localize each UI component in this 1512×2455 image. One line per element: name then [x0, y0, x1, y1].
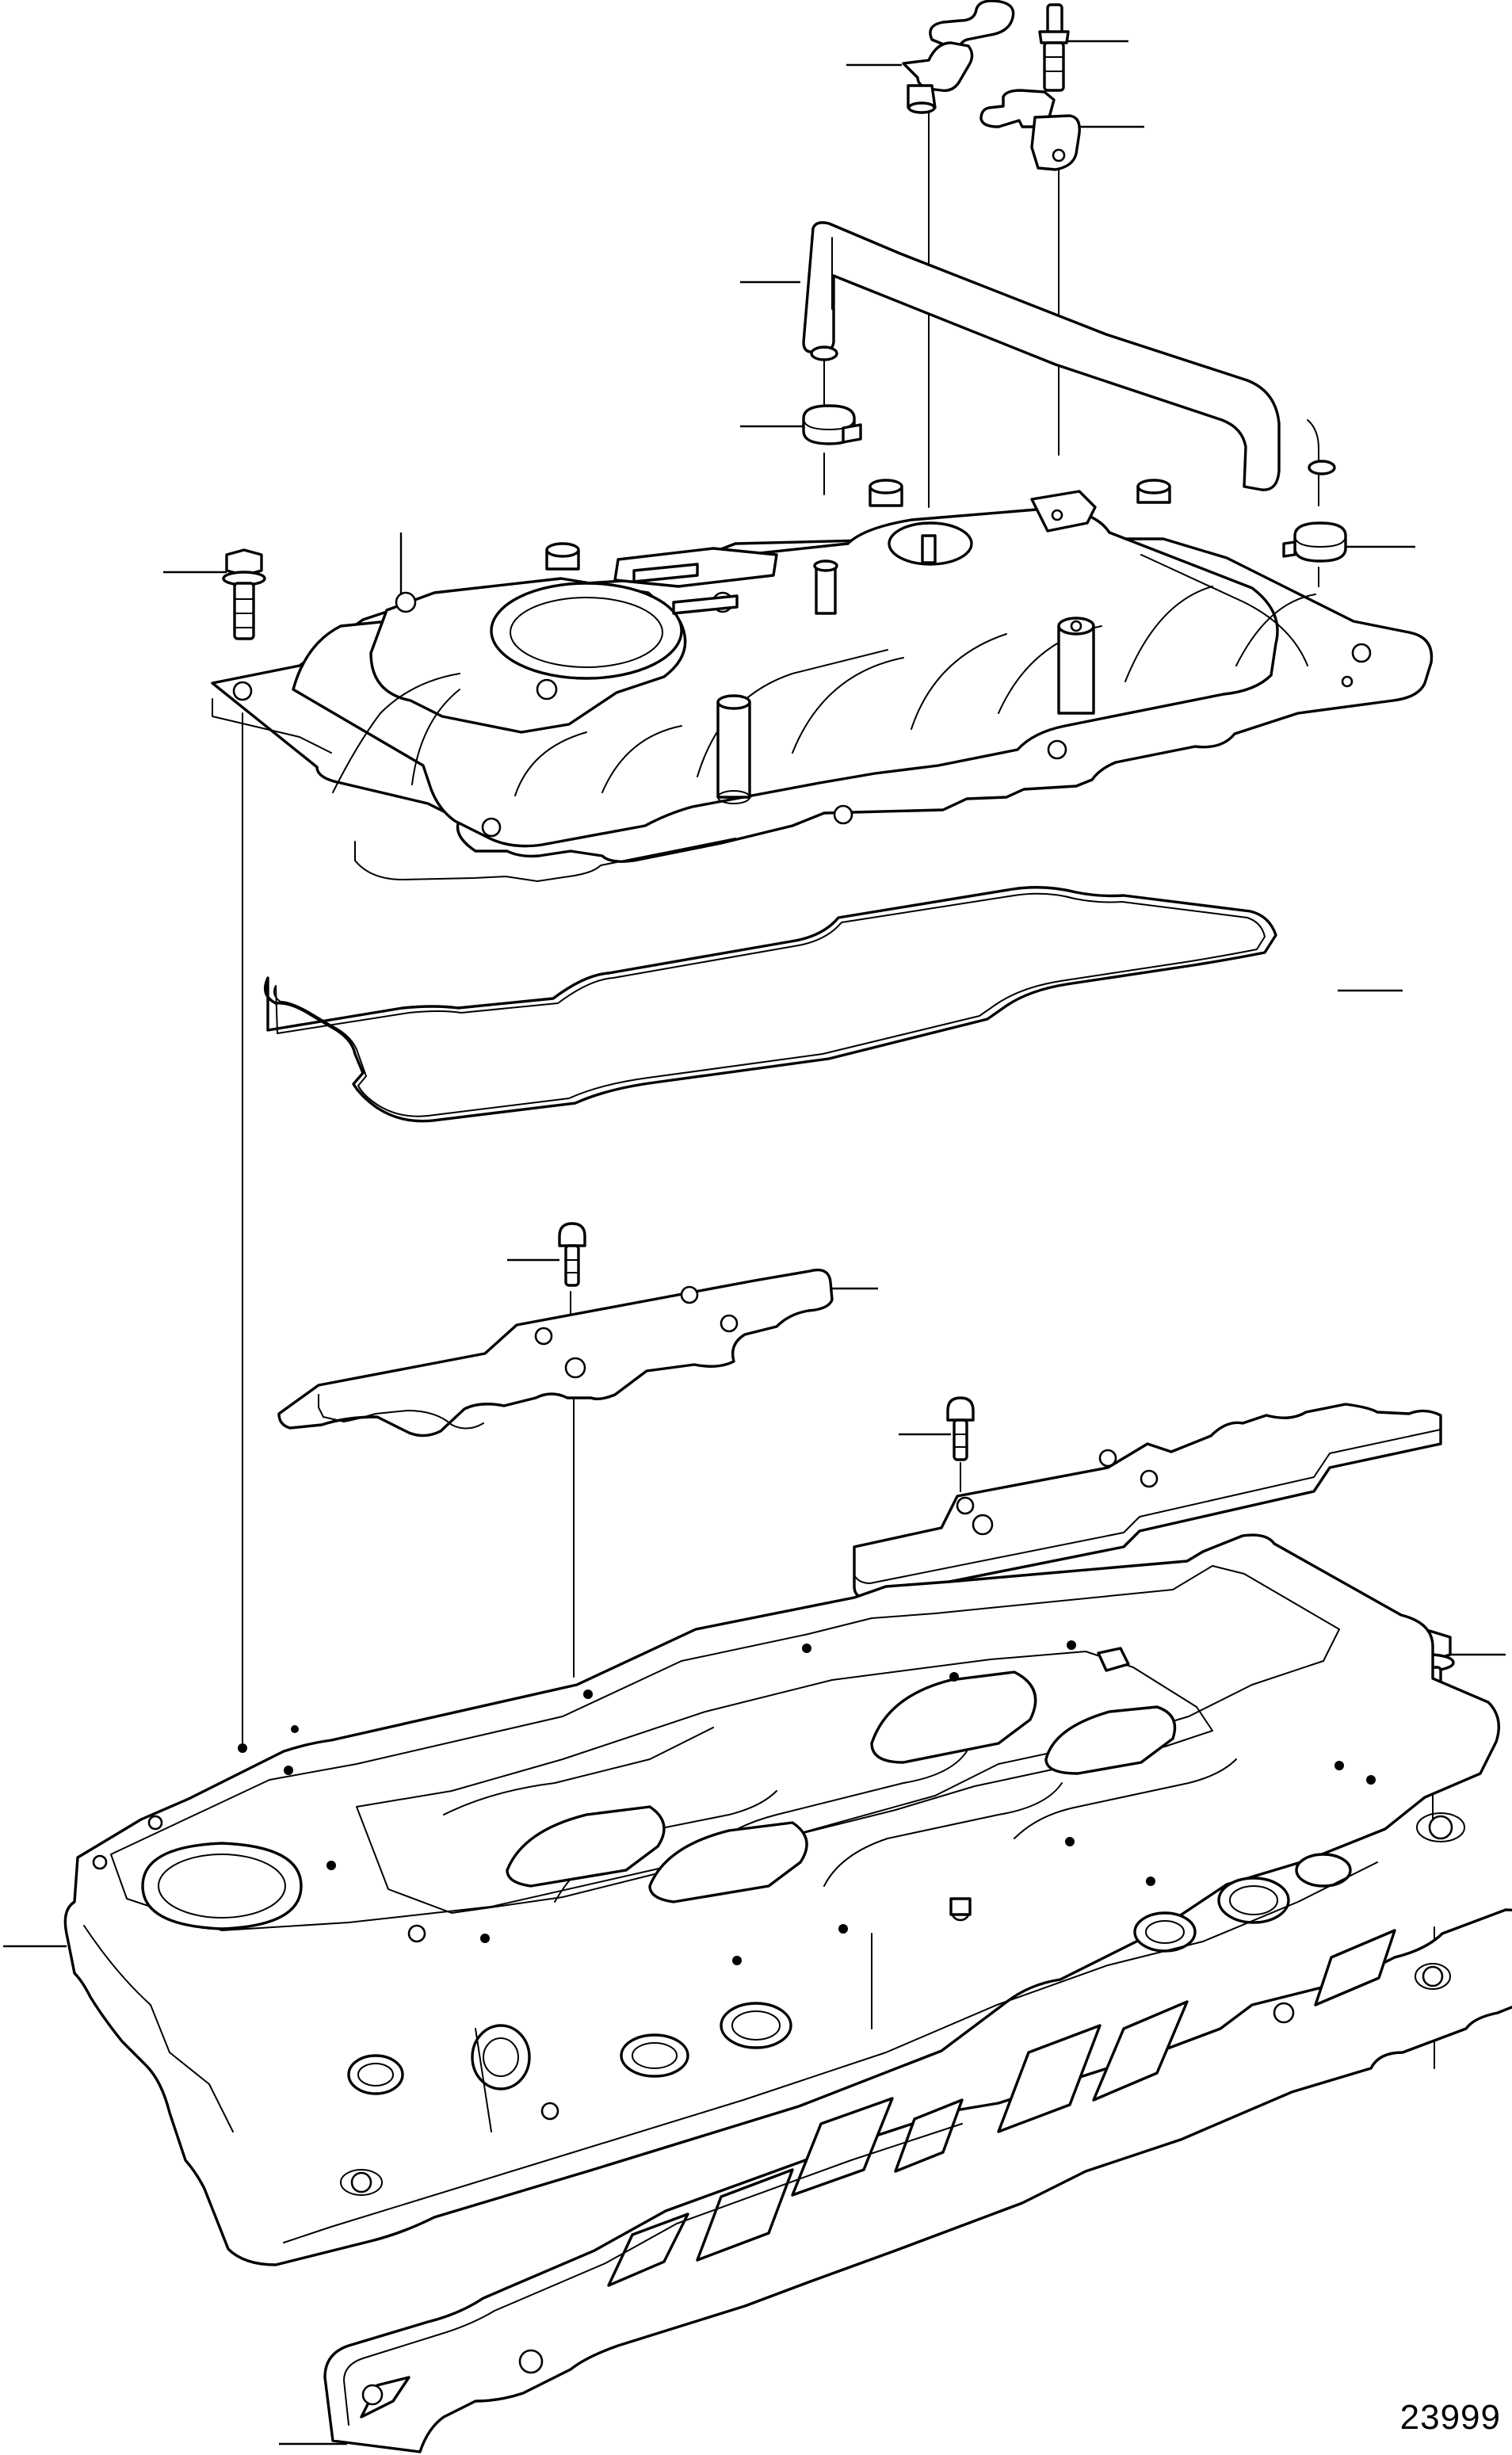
- manifold-gasket: [323, 1908, 1512, 2453]
- screw-right-plate: [946, 1396, 975, 1461]
- map-sensor: [979, 89, 1081, 171]
- hose-clamp-left: [802, 404, 862, 445]
- stud: [1038, 3, 1070, 92]
- drawing-number: 23999: [1399, 2398, 1501, 2437]
- sensor-upper: [902, 0, 1015, 114]
- bolt-upper-left: [222, 548, 266, 640]
- plenum-gasket: [264, 886, 1277, 1123]
- upper-intake-plenum: [211, 479, 1434, 882]
- hose-clamp-right: [1282, 521, 1347, 563]
- left-cover-plate: [277, 1268, 834, 1437]
- lower-intake-manifold: [63, 1533, 1500, 2266]
- screw-left-plate: [558, 1222, 586, 1287]
- vent-hose: [802, 221, 1336, 491]
